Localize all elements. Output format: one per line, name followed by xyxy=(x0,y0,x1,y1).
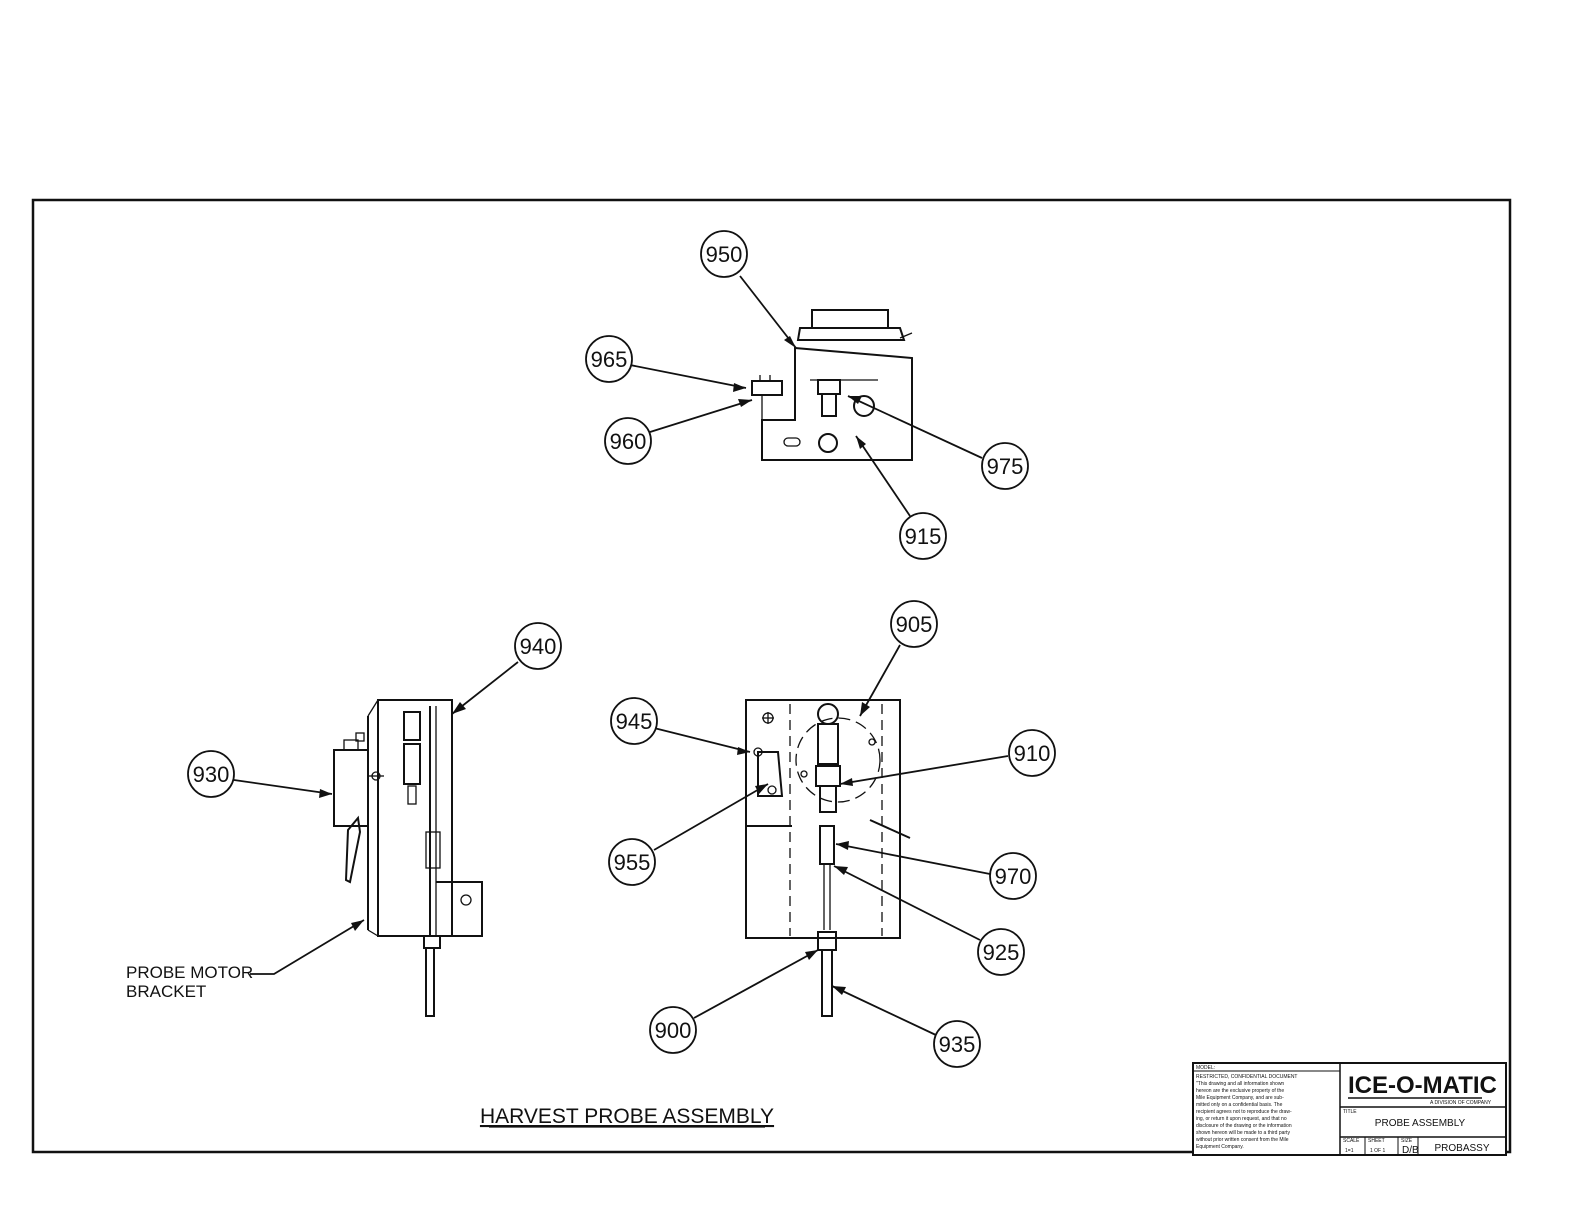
callout-label: 970 xyxy=(995,864,1032,889)
scale-value: 1=1 xyxy=(1345,1148,1354,1154)
front-view-assembly xyxy=(745,699,911,1017)
callout-label: 975 xyxy=(987,454,1024,479)
notice-line: disclosure of the drawing or the informa… xyxy=(1196,1123,1292,1129)
notice-line: "This drawing and all information shown xyxy=(1196,1081,1284,1087)
drawing-number: PROBASSY xyxy=(1434,1143,1489,1154)
probe-motor-bracket-label-line2: BRACKET xyxy=(126,982,206,1001)
callout-label: 930 xyxy=(193,762,230,787)
company-logo-text: ICE-O-MATIC xyxy=(1348,1072,1497,1099)
drawing-border xyxy=(31,198,1512,1154)
top-view-assembly xyxy=(751,309,913,461)
callout-label: 910 xyxy=(1014,741,1051,766)
title-block: MODEL: RESTRICTED, CONFIDENTIAL DOCUMENT… xyxy=(1192,1062,1507,1156)
leader-lines xyxy=(233,275,1009,1037)
notice-line: shown hereon will be made to a third par… xyxy=(1196,1130,1290,1136)
sheet-label: SHEET xyxy=(1368,1138,1385,1144)
callout-label: 900 xyxy=(655,1018,692,1043)
size-value: D/B xyxy=(1402,1145,1419,1156)
callout-960: 960 xyxy=(604,417,652,465)
callout-955: 955 xyxy=(608,838,656,886)
scale-label: SCALE xyxy=(1343,1138,1360,1144)
callout-925: 925 xyxy=(977,928,1025,976)
callout-label: 935 xyxy=(939,1032,976,1057)
callout-935: 935 xyxy=(933,1020,981,1068)
callout-label: 965 xyxy=(591,347,628,372)
callout-label: 915 xyxy=(905,524,942,549)
callout-975: 975 xyxy=(981,442,1029,490)
notice-line: ing, or return it upon request, and that… xyxy=(1196,1116,1287,1122)
callout-label: 945 xyxy=(616,709,653,734)
notice-line: hereon are the exclusive property of the xyxy=(1196,1088,1284,1094)
sheet-value: 1 OF 1 xyxy=(1370,1148,1386,1154)
callout-945: 945 xyxy=(610,697,658,745)
callout-965: 965 xyxy=(585,335,633,383)
callout-900: 900 xyxy=(649,1006,697,1054)
notice-line: recipient agrees not to reproduce the dr… xyxy=(1196,1109,1292,1115)
callout-930: 930 xyxy=(187,750,235,798)
callout-910: 910 xyxy=(1008,729,1056,777)
notice-line: without prior written consent from the M… xyxy=(1196,1137,1289,1143)
callout-label: 955 xyxy=(614,850,651,875)
callout-915: 915 xyxy=(899,512,947,560)
callout-label: 905 xyxy=(896,612,933,637)
callout-950: 950 xyxy=(700,230,748,278)
callout-label: 925 xyxy=(983,940,1020,965)
callout-label: 940 xyxy=(520,634,557,659)
callout-940: 940 xyxy=(514,622,562,670)
notice-heading: RESTRICTED, CONFIDENTIAL DOCUMENT xyxy=(1196,1074,1297,1080)
notice-line: mitted only on a confidential basis. The xyxy=(1196,1102,1283,1108)
notice-line: Equipment Company. xyxy=(1196,1144,1244,1150)
notice-line: Mile Equipment Company, and are sub- xyxy=(1196,1095,1284,1101)
probe-motor-bracket-label-line1: PROBE MOTOR xyxy=(126,963,253,982)
drawing-title-block-title: PROBE ASSEMBLY xyxy=(1375,1118,1466,1129)
side-view-assembly xyxy=(333,699,483,1017)
callout-970: 970 xyxy=(989,852,1037,900)
model-label: MODEL: xyxy=(1196,1065,1215,1071)
size-label: SIZE xyxy=(1401,1138,1413,1144)
callout-905: 905 xyxy=(890,600,938,648)
callout-label: 950 xyxy=(706,242,743,267)
title-label: TITLE xyxy=(1343,1109,1357,1115)
drawing-title: HARVEST PROBE ASSEMBLY xyxy=(480,1105,774,1128)
company-subtitle: A DIVISION OF COMPANY xyxy=(1430,1100,1492,1106)
callout-label: 960 xyxy=(610,429,647,454)
